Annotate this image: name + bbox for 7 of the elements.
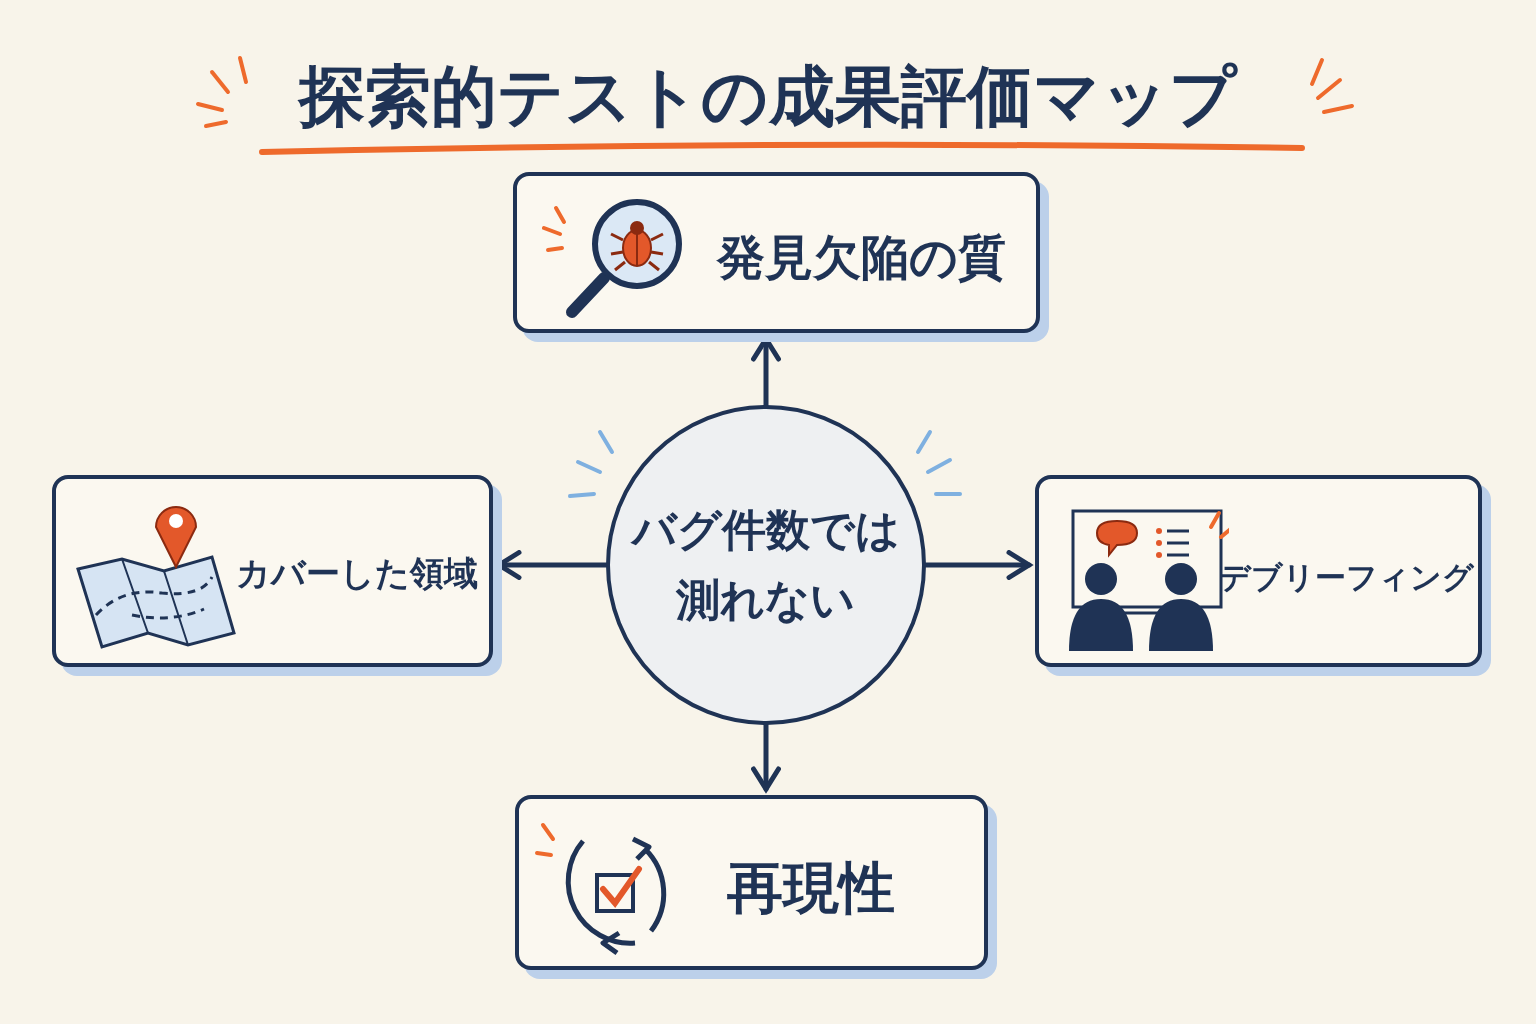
arrow [751,722,781,792]
node-label: カバーした領域 [236,552,478,595]
node-label: 再現性 [727,854,895,922]
node-label: 発見欠陥の質 [717,228,1006,287]
node-label: デブリーフィング [1219,558,1474,597]
title: 探索的テストの成果評価マップ [299,57,1237,137]
node-label: バグ件数では測れない [631,502,901,627]
